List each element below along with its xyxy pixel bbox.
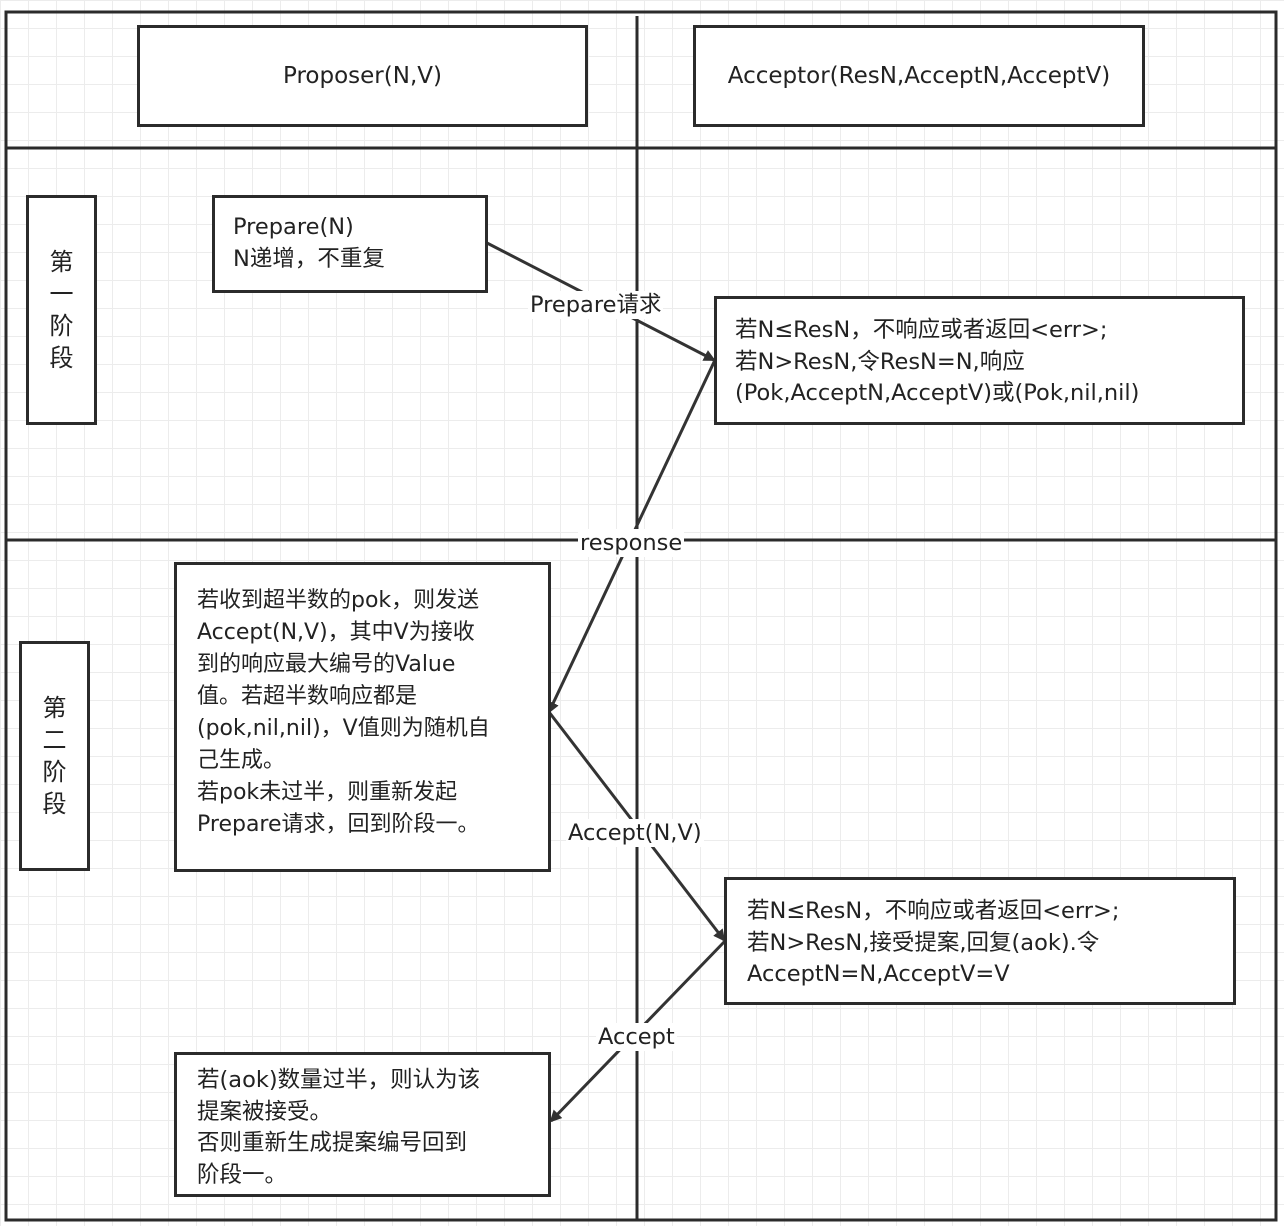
accept-decision-line: (pok,nil,nil)，V值则为随机自	[197, 716, 490, 741]
prepare-box: Prepare(N) N递增，不重复	[212, 195, 488, 293]
prepare-request-label: Prepare请求	[528, 291, 664, 319]
phase1-char: 一	[49, 280, 74, 308]
phase1-char: 阶	[49, 312, 74, 340]
accept-decision-box: 若收到超半数的pok，则发送 Accept(N,V)，其中V为接收 到的响应最大…	[174, 562, 551, 872]
accept-decision-line: 到的响应最大编号的Value	[197, 652, 456, 677]
phase1-label: 第 一 阶 段	[26, 195, 97, 425]
acceptor-accept-line: 若N≤ResN，不响应或者返回<err>;	[747, 898, 1120, 924]
phase2-char: 第	[42, 694, 67, 722]
proposer-header: Proposer(N,V)	[137, 25, 588, 127]
result-box: 若(aok)数量过半，则认为该 提案被接受。 否则重新生成提案编号回到 阶段一。	[174, 1052, 551, 1197]
acceptor-accept-box: 若N≤ResN，不响应或者返回<err>; 若N>ResN,接受提案,回复(ao…	[724, 877, 1236, 1005]
acceptor-accept-line: AcceptN=N,AcceptV=V	[747, 961, 1010, 987]
phase2-char: 阶	[42, 758, 67, 786]
acceptor-header-text: Acceptor(ResN,AcceptN,AcceptV)	[727, 63, 1111, 89]
acceptor-prepare-line: (Pok,AcceptN,AcceptV)或(Pok,nil,nil)	[735, 380, 1140, 406]
accept-decision-line: Accept(N,V)，其中V为接收	[197, 620, 475, 645]
accept-decision-line: 若pok未过半，则重新发起	[197, 780, 458, 805]
acceptor-prepare-line: 若N>ResN,令ResN=N,响应	[735, 348, 1025, 375]
proposer-header-text: Proposer(N,V)	[283, 63, 442, 89]
result-line: 阶段一。	[197, 1161, 288, 1188]
result-line: 否则重新生成提案编号回到	[197, 1130, 468, 1156]
phase2-char: 二	[42, 726, 67, 754]
phase1-char: 段	[49, 344, 74, 372]
acceptor-prepare-line: 若N≤ResN，不响应或者返回<err>;	[735, 317, 1108, 343]
result-line: 若(aok)数量过半，则认为该	[197, 1067, 481, 1093]
accept-decision-line: 值。若超半数响应都是	[197, 684, 418, 709]
accept-request-label: Accept(N,V)	[566, 819, 704, 847]
accept-reply-label: Accept	[596, 1023, 677, 1051]
prepare-box-line: Prepare(N)	[233, 214, 354, 240]
outer-frame	[4, 10, 1278, 1222]
accept-decision-line: 若收到超半数的pok，则发送	[197, 588, 480, 613]
acceptor-header: Acceptor(ResN,AcceptN,AcceptV)	[693, 25, 1145, 127]
acceptor-accept-line: 若N>ResN,接受提案,回复(aok).令	[747, 929, 1100, 956]
phase1-char: 第	[49, 248, 74, 276]
result-line: 提案被接受。	[197, 1098, 333, 1125]
phase2-char: 段	[42, 790, 67, 818]
response-label: response	[578, 529, 685, 557]
acceptor-prepare-box: 若N≤ResN，不响应或者返回<err>; 若N>ResN,令ResN=N,响应…	[714, 296, 1245, 425]
accept-decision-line: Prepare请求，回到阶段一。	[197, 812, 480, 837]
prepare-box-line: N递增，不重复	[233, 245, 385, 272]
phase2-label: 第 二 阶 段	[19, 641, 90, 871]
accept-decision-line: 己生成。	[197, 748, 286, 773]
